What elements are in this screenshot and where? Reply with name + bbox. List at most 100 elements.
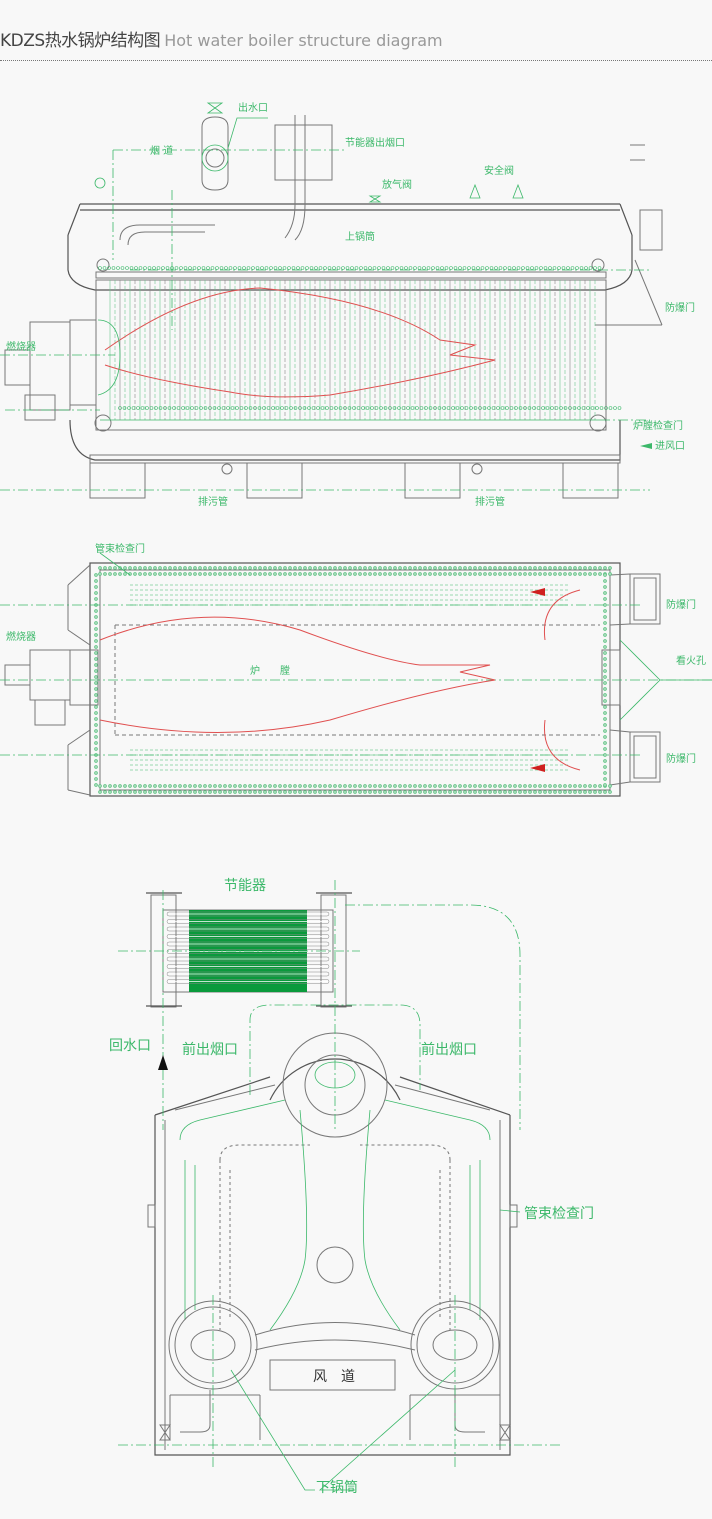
tube-end (352, 406, 356, 410)
tube-end (599, 406, 604, 410)
tube-end (343, 406, 347, 410)
label-return-water-inlet: 回水口 (109, 1038, 151, 1054)
economizer-tube (166, 949, 330, 954)
tube-end (305, 266, 309, 270)
tube-end (94, 699, 98, 703)
tube-end (563, 790, 567, 794)
tube-end (603, 759, 607, 763)
label-furnace-inspection-door: 炉膛检查门 (633, 419, 683, 432)
tube-end (431, 266, 435, 270)
boiler-plan-outline (4, 562, 661, 797)
tube-end (341, 266, 345, 270)
tube-end (595, 406, 599, 410)
tube-end (197, 266, 201, 270)
tube-end (128, 790, 132, 794)
tube-end (388, 784, 392, 788)
tube-end (308, 784, 312, 788)
tube-end (94, 669, 98, 673)
tube-end (590, 406, 595, 410)
tube-end (248, 406, 253, 410)
tube-end (103, 566, 107, 570)
tube-end (143, 790, 147, 794)
tube-end (463, 790, 467, 794)
tube-end (397, 406, 401, 410)
tube-end (438, 784, 442, 788)
tube-end (328, 572, 332, 576)
tube-end (558, 566, 562, 570)
tube-end (478, 406, 482, 410)
tube-end (174, 266, 179, 270)
tube-end (581, 406, 586, 410)
tube-end (533, 784, 537, 788)
tube-end (303, 784, 307, 788)
tube-end (588, 566, 592, 570)
tube-end (508, 566, 512, 570)
tube-end (553, 572, 557, 576)
tube-end (443, 566, 447, 570)
tube-end (513, 566, 517, 570)
tube-end (94, 621, 98, 625)
tube-end (586, 406, 590, 410)
tube-end (278, 784, 282, 788)
tube-end (433, 406, 437, 410)
tube-end (608, 566, 612, 570)
tube-end (603, 699, 607, 703)
tube-end (583, 566, 587, 570)
tube-end (527, 406, 532, 410)
tube-end (173, 572, 177, 576)
tube-end (553, 566, 557, 570)
tube-end (503, 566, 507, 570)
tube-end (498, 572, 502, 576)
tube-end (543, 784, 547, 788)
tube-end (392, 406, 397, 410)
tube-end (545, 406, 550, 410)
tube-end (94, 609, 98, 613)
tube-end (608, 784, 612, 788)
tube-end (94, 777, 98, 781)
tube-end (278, 572, 282, 576)
tube-end (493, 566, 497, 570)
tube-end (163, 572, 167, 576)
tube-end (213, 572, 217, 576)
title-chinese: KDZS热水锅炉结构图 (0, 31, 161, 51)
tube-end (343, 790, 347, 794)
tube-end (603, 747, 607, 751)
tube-end (554, 406, 559, 410)
tube-end (338, 572, 342, 576)
tube-end (603, 687, 607, 691)
tube-end (298, 572, 302, 576)
tube-end (433, 572, 437, 576)
tube-end (413, 790, 417, 794)
burner-throat (97, 319, 121, 396)
tube-end (512, 266, 516, 270)
tube-end (133, 566, 137, 570)
pressure-gauge-icon (94, 177, 106, 189)
tube-end (329, 406, 334, 410)
tube-end (203, 790, 207, 794)
tube-end (593, 784, 597, 788)
economizer-tube (166, 919, 330, 924)
tube-end (122, 406, 127, 410)
tube-end (273, 784, 277, 788)
tube-end (318, 790, 322, 794)
tube-end (219, 266, 224, 270)
tube-end (268, 784, 272, 788)
tube-end (238, 790, 242, 794)
tube-end (593, 566, 597, 570)
tube-end (218, 790, 222, 794)
tube-end (603, 597, 607, 601)
tube-end (193, 784, 197, 788)
tube-end (448, 784, 452, 788)
tube-end (246, 266, 251, 270)
tube-end (158, 406, 163, 410)
economizer-tube (166, 934, 330, 939)
tube-end (570, 266, 575, 270)
tube-end (153, 572, 157, 576)
tube-end (98, 790, 102, 794)
boiler-end-outline (147, 1032, 518, 1456)
tube-end (179, 266, 183, 270)
tube-end (313, 784, 317, 788)
tube-end (193, 790, 197, 794)
tube-end (561, 266, 566, 270)
label-explosion-door-bottom: 防爆门 (666, 752, 696, 765)
